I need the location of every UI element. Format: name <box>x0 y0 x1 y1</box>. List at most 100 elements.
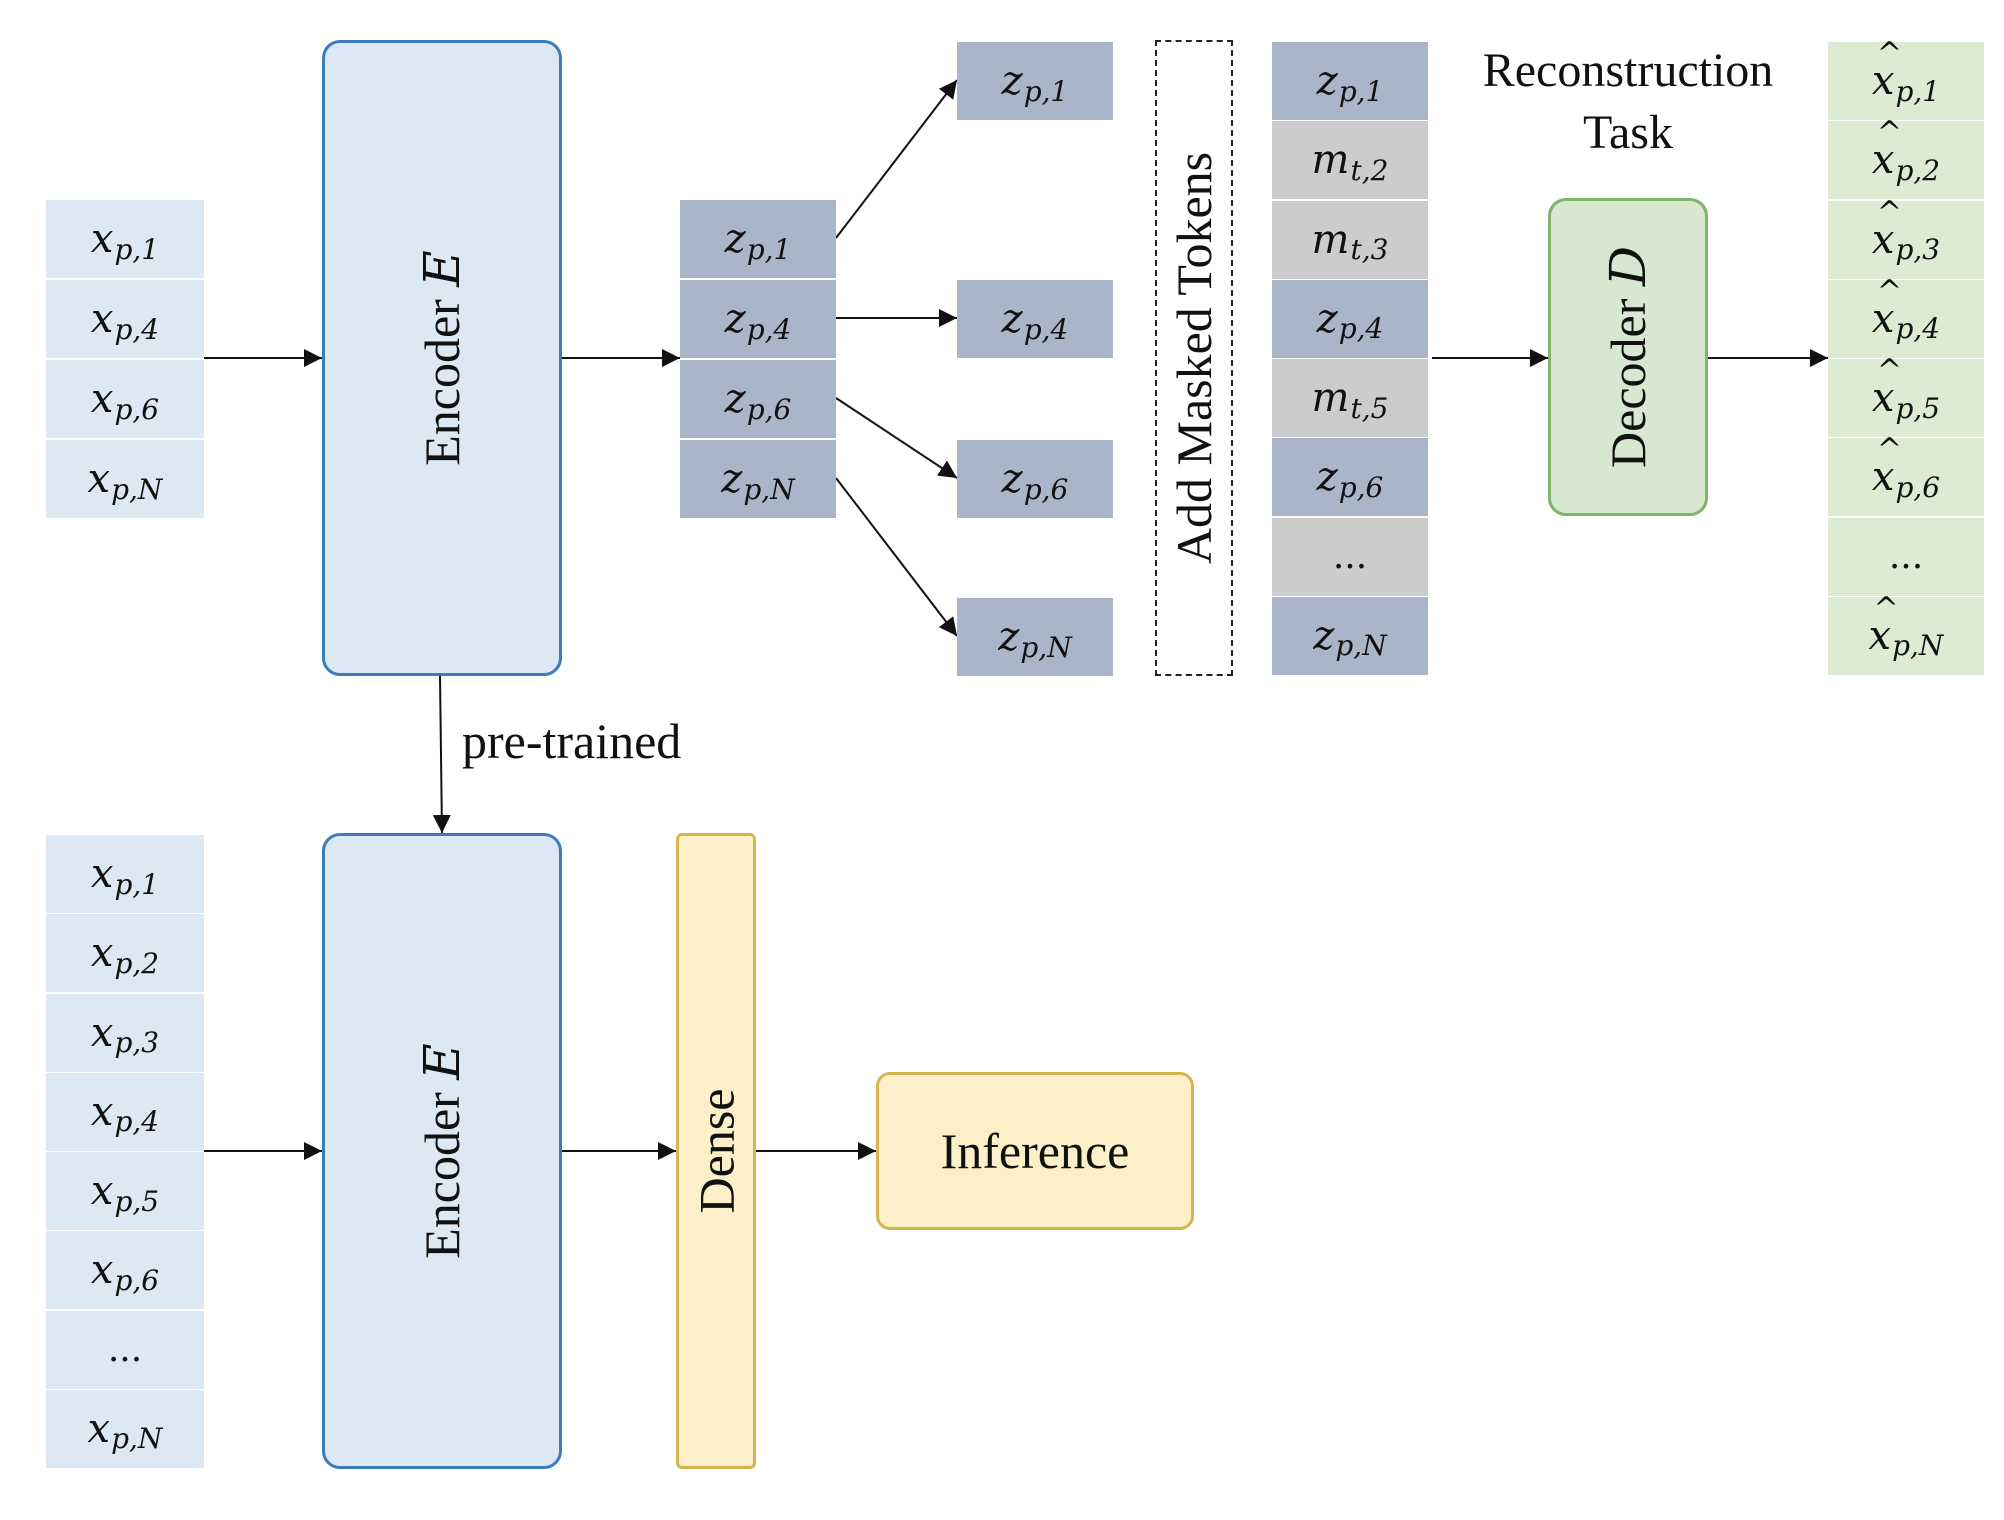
token-subscript: p,N <box>111 472 163 506</box>
token-subscript: p,4 <box>1338 312 1384 346</box>
reconstruction-label-line1: Reconstruction <box>1482 44 1774 97</box>
encoder-bottom-block: Encoder E <box>322 833 562 1469</box>
token-symbol: x <box>90 1168 114 1214</box>
inference-block: Inference <box>876 1072 1194 1230</box>
output-cell: xp,6 <box>1828 432 1984 517</box>
token-symbol: x <box>90 296 114 342</box>
token-symbol: x <box>87 456 111 502</box>
token-subscript: t,2 <box>1350 153 1389 187</box>
ellipsis: ... <box>1332 536 1368 577</box>
output-cell: ... <box>1828 517 1984 596</box>
bottom-input-cell: ... <box>46 1310 204 1389</box>
token-subscript: p,1 <box>1895 74 1941 108</box>
token-symbol: x <box>1869 591 1899 659</box>
decoder-block: Decoder D <box>1548 198 1708 516</box>
token-subscript: p,6 <box>1895 470 1941 504</box>
output-cell: xp,5 <box>1828 353 1984 437</box>
token-symbol: m <box>1311 375 1350 421</box>
token-symbol: x <box>90 930 114 977</box>
token-symbol: x <box>1872 274 1902 342</box>
token-symbol: x <box>1872 432 1902 500</box>
token-subscript: p,6 <box>114 392 160 426</box>
token-subscript: p,5 <box>114 1184 160 1218</box>
arrow-latent-6-scatter <box>835 397 958 479</box>
inference-label: Inference <box>940 1123 1130 1179</box>
output-cell: xp,4 <box>1828 274 1984 358</box>
ellipsis: ... <box>1888 536 1924 577</box>
output-cell: xp,N <box>1828 591 1984 675</box>
arrow-latent-1-scatter <box>835 79 958 239</box>
token-symbol: x <box>1872 353 1902 421</box>
token-subscript: p,3 <box>1895 233 1941 266</box>
output-cell: xp,1 <box>1828 36 1984 120</box>
token-subscript: p,N <box>111 1422 163 1456</box>
token-symbol: x <box>87 1405 111 1452</box>
token-symbol: x <box>1872 36 1902 104</box>
output-cell: xp,2 <box>1828 115 1984 200</box>
token-symbol: z <box>1316 454 1338 501</box>
token-subscript: p,4 <box>1023 312 1069 346</box>
token-subscript: p,6 <box>1338 470 1384 504</box>
token-symbol: x <box>90 1009 114 1056</box>
token-symbol: z <box>721 456 743 502</box>
token-symbol: x <box>90 1247 114 1294</box>
token-symbol: x <box>90 376 114 422</box>
token-symbol: z <box>1001 456 1023 502</box>
token-symbol: z <box>1316 295 1338 342</box>
token-subscript: p,N <box>1892 629 1944 663</box>
token-subscript: p,4 <box>1895 312 1941 346</box>
token-subscript: p,2 <box>114 946 160 980</box>
token-subscript: p,2 <box>1895 153 1941 187</box>
token-symbol: z <box>1316 58 1338 104</box>
token-symbol: z <box>724 376 746 422</box>
token-subscript: p,1 <box>1023 74 1069 108</box>
token-symbol: z <box>1313 612 1335 659</box>
token-subscript: p,4 <box>746 312 792 346</box>
token-subscript: p,3 <box>114 1026 160 1059</box>
token-symbol: m <box>1311 137 1350 184</box>
ellipsis: ... <box>107 1329 143 1370</box>
arrow-latent-n-scatter <box>835 477 958 637</box>
token-symbol: x <box>90 216 114 262</box>
token-subscript: p,N <box>743 472 795 506</box>
token-symbol: z <box>724 296 746 342</box>
token-subscript: p,6 <box>114 1263 160 1297</box>
token-symbol: x <box>1872 195 1902 263</box>
token-symbol: z <box>1001 296 1023 342</box>
token-symbol: x <box>1872 115 1902 183</box>
token-symbol: m <box>1311 216 1350 263</box>
reconstruction-label-line2: Task <box>1583 106 1673 159</box>
masked-token-cell: ... <box>1272 517 1428 596</box>
encoder-top-block: Encoder E <box>322 40 562 676</box>
token-subscript: p,4 <box>114 312 160 346</box>
token-subscript: p,N <box>1020 630 1072 664</box>
output-cell: xp,3 <box>1828 195 1984 279</box>
token-symbol: x <box>90 851 114 897</box>
token-subscript: p,5 <box>1895 391 1941 425</box>
add-masked-tokens-box: Add Masked Tokens <box>1155 40 1233 676</box>
token-subscript: p,1 <box>1338 74 1384 108</box>
token-subscript: t,3 <box>1350 233 1389 266</box>
